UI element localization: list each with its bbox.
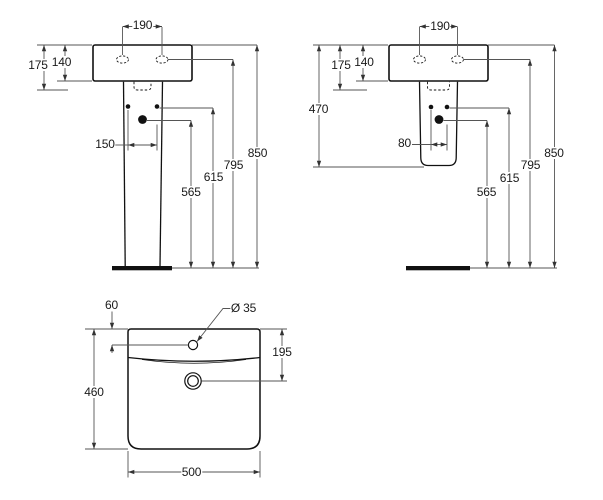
dim-label-waste-height-half: 565 — [475, 185, 498, 199]
dim-80 — [412, 110, 448, 151]
dim-label-fixing-height-half: 615 — [498, 171, 521, 185]
half-pedestal-outline — [418, 81, 459, 167]
tap-hole — [187, 339, 199, 351]
dim-label-rim-height-half: 850 — [543, 146, 565, 160]
dim-615 — [449, 107, 512, 268]
dim-label-fixing-spacing-full: 150 — [94, 137, 116, 151]
dim-label-rim-height-full: 850 — [246, 146, 269, 160]
fixing-hole-left — [428, 104, 434, 110]
dim-label-tap-spacing-half: 190 — [429, 19, 451, 33]
dim-label-height-total-half: 175 — [330, 57, 352, 72]
tap-hole-left — [116, 55, 129, 64]
dim-615 — [159, 107, 216, 268]
dim-label-waste-height-full: 565 — [180, 185, 202, 199]
waste-hole — [138, 115, 147, 124]
tap-hole-left — [413, 55, 426, 64]
dim-label-pedestal-length-half: 470 — [307, 102, 330, 116]
dim-label-height-total-full: 175 — [27, 57, 49, 72]
pedestal-base — [112, 266, 172, 271]
pedestal-base — [406, 266, 470, 271]
hidden-outlet-outline — [427, 81, 450, 91]
fixing-hole-left — [125, 104, 131, 109]
dim-label-height-front-half: 140 — [353, 55, 375, 69]
tap-hole-right — [155, 55, 169, 64]
dim-label-tap-diameter-plan: Ø 35 — [229, 300, 258, 315]
bowl-front-edge — [127, 356, 261, 362]
dim-label-tap-offset-plan: 60 — [104, 298, 119, 312]
dim-label-tap-spacing-full: 190 — [131, 17, 154, 32]
waste-hole-outer — [184, 372, 202, 390]
dim-label-tap-height-full: 795 — [222, 158, 245, 172]
leader-line — [196, 308, 231, 342]
hidden-outlet-outline — [133, 81, 152, 91]
dim-label-fixing-height-full: 615 — [202, 170, 225, 184]
dim-150 — [112, 110, 158, 151]
plan-view — [85, 308, 287, 478]
waste-hole — [434, 115, 444, 124]
dim-label-tap-height-half: 795 — [519, 157, 542, 172]
bowl-front-shading — [141, 359, 247, 364]
basin-outline — [388, 44, 489, 82]
dim-60 — [109, 311, 189, 353]
dim-label-height-front-full: 140 — [50, 55, 73, 69]
basin-outline — [127, 328, 261, 450]
basin-outline — [92, 44, 193, 82]
dim-diameter-35 — [196, 308, 231, 342]
pedestal-right-edge — [159, 81, 164, 267]
dim-label-fixing-spacing-half: 80 — [397, 135, 412, 150]
pedestal-left-edge — [122, 81, 126, 267]
waste-hole-inner — [187, 375, 199, 387]
fixing-hole-right — [444, 104, 450, 110]
fixing-hole-right — [154, 104, 160, 109]
dim-label-depth-plan: 460 — [83, 385, 105, 399]
tap-hole-right — [451, 55, 464, 64]
dim-label-waste-offset-plan: 195 — [271, 345, 293, 359]
dim-label-width-plan: 500 — [180, 464, 203, 479]
